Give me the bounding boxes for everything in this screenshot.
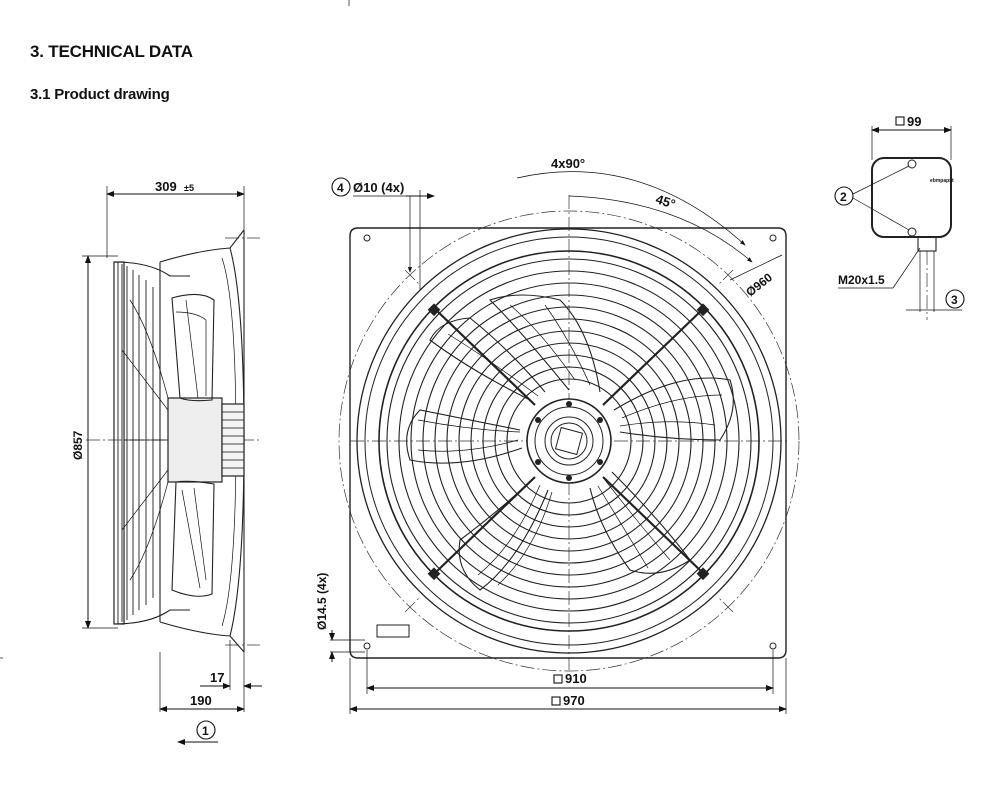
ref-4-label: 4 — [337, 181, 344, 195]
front-view: 4x90° 45° Ø960 4 Ø10 (4x) Ø14.5 (4x) 910… — [315, 156, 800, 714]
dim-857: Ø857 — [71, 430, 85, 460]
dim-309: 309 — [155, 179, 177, 194]
dim-910: 910 — [565, 671, 587, 686]
angle-45: 45° — [654, 191, 677, 211]
ref-2-label: 2 — [840, 190, 847, 204]
ref-3-label: 3 — [951, 293, 958, 307]
terminal-box-view: 99 ebmpapst 2 M20x1.5 3 — [834, 114, 965, 320]
mount-hole-label: Ø14.5 (4x) — [315, 573, 329, 630]
angle-4x90: 4x90° — [551, 156, 585, 171]
dim-99: 99 — [907, 114, 921, 129]
logo-text: ebmpapst — [930, 178, 954, 184]
side-view: 309 ±5 Ø857 17 — [71, 179, 262, 745]
dim-960: Ø960 — [743, 270, 775, 299]
section-heading: 3. TECHNICAL DATA — [30, 42, 193, 61]
subsection-heading: 3.1 Product drawing — [30, 86, 170, 103]
dim-309-tol: ±5 — [184, 183, 194, 193]
hole-dia-label: Ø10 (4x) — [353, 180, 404, 195]
cable-gland-label: M20x1.5 — [838, 273, 885, 287]
dim-17: 17 — [210, 670, 224, 685]
dim-970: 970 — [563, 693, 585, 708]
ref-1-label: 1 — [202, 724, 209, 738]
dim-190: 190 — [190, 693, 212, 708]
